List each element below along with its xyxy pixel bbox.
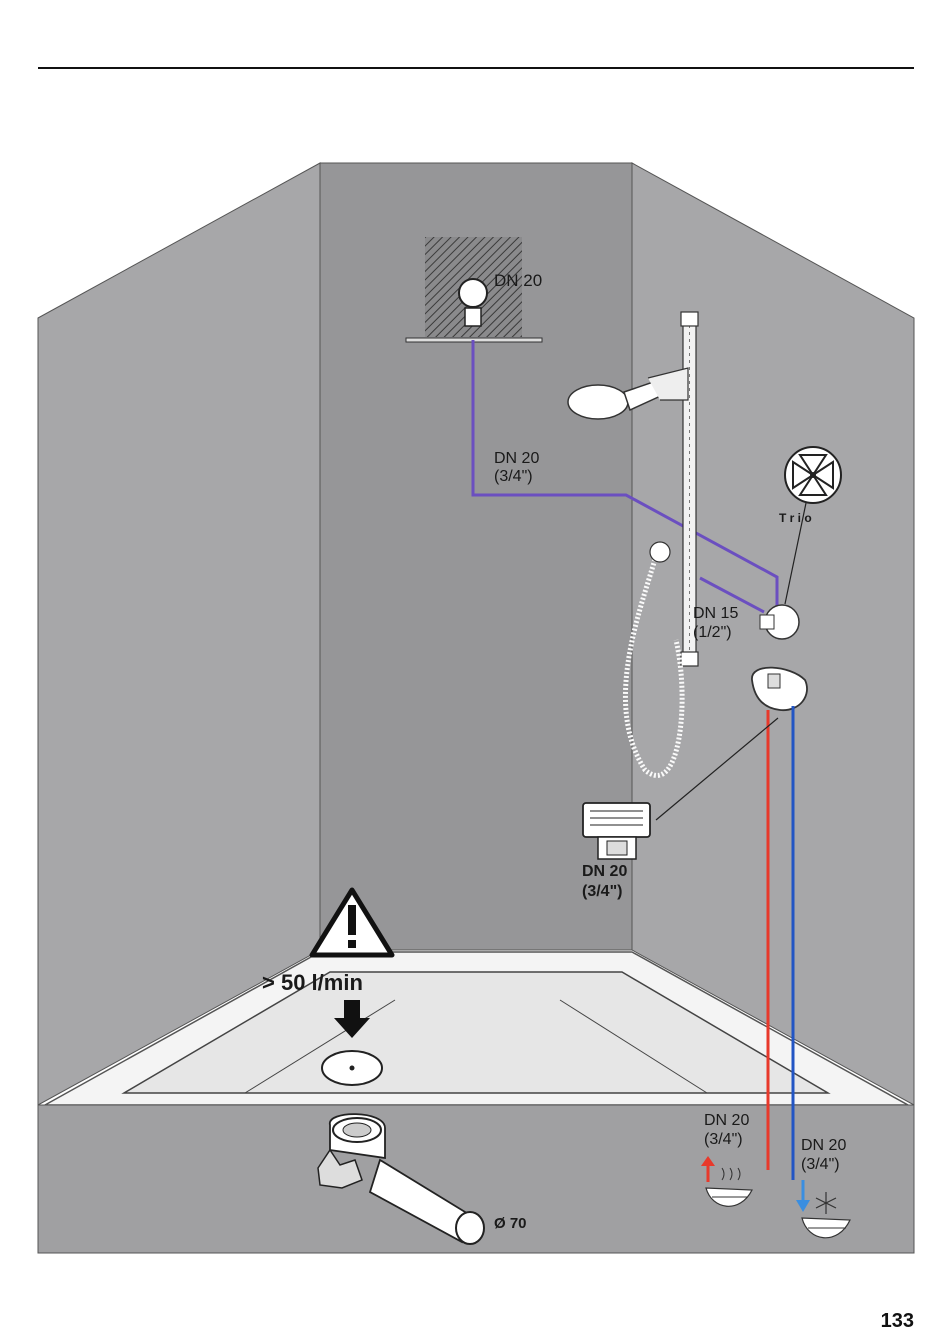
supply-line-inch-label: (3/4")	[494, 468, 533, 485]
cold-size-label: DN 20	[801, 1137, 846, 1154]
page-number: 133	[881, 1310, 914, 1333]
flow-rate-label: > 50 l/min	[262, 970, 363, 995]
supply-line-size-label: DN 20	[494, 450, 539, 467]
hot-inch-label: (3/4")	[704, 1131, 743, 1148]
drain-diameter-label: Ø 70	[494, 1215, 527, 1232]
cold-inch-label: (3/4")	[801, 1156, 840, 1173]
branch-inch-label: (1/2")	[693, 624, 732, 641]
fitting-size-label: DN 20	[582, 863, 627, 880]
trio-label: T r i o	[779, 511, 812, 525]
head-shower-connection-label: DN 20	[494, 271, 542, 290]
drain-cover-icon	[322, 1051, 382, 1085]
hot-size-label: DN 20	[704, 1112, 749, 1129]
branch-size-label: DN 15	[693, 605, 738, 622]
left-wall	[38, 163, 320, 1105]
trio-valve-icon	[785, 447, 841, 503]
fitting-inch-label: (3/4")	[582, 883, 622, 900]
wall-outlet-elbow	[650, 542, 670, 562]
